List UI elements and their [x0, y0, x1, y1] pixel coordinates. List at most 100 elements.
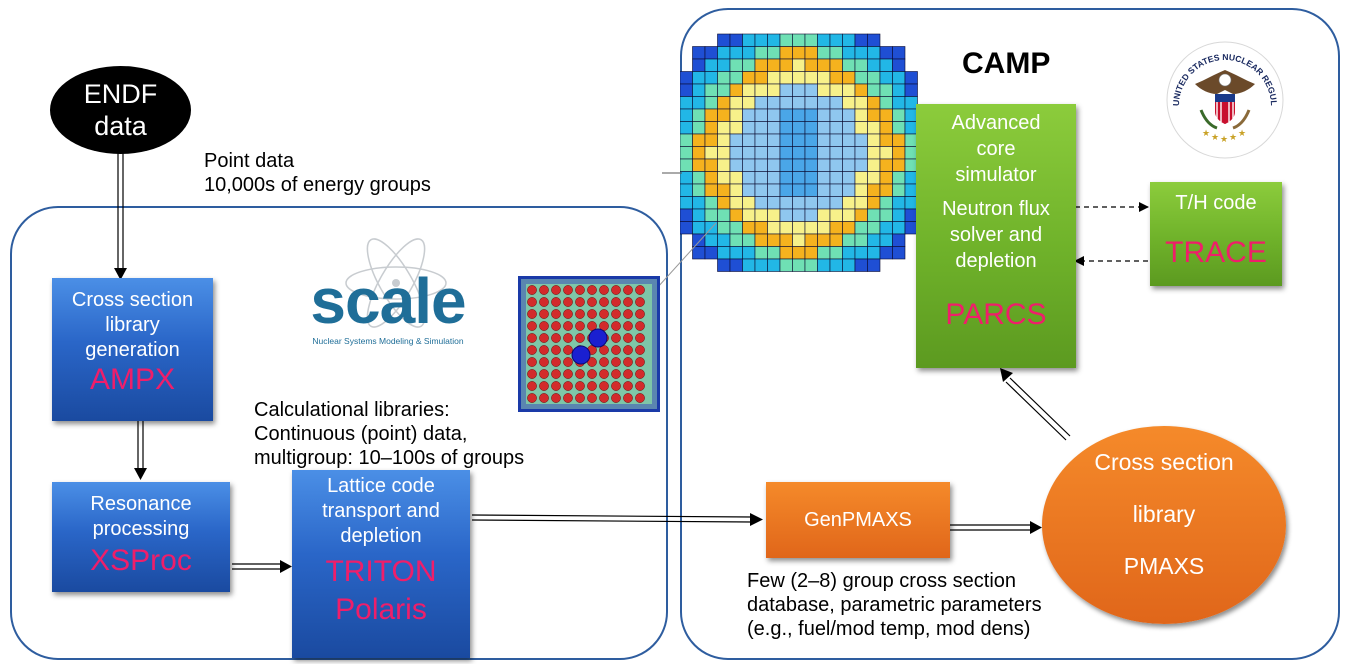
fuel-pin — [587, 393, 597, 403]
trace-line1: T/H code — [1175, 192, 1257, 214]
fuel-pin — [599, 369, 609, 379]
trace-box: T/H code TRACE — [1150, 182, 1282, 286]
fuel-pin — [539, 285, 549, 295]
svg-text:★: ★ — [1229, 132, 1237, 142]
fuel-pin — [575, 285, 585, 295]
fuel-pin — [587, 309, 597, 319]
fuel-pin — [623, 333, 633, 343]
fuel-pin — [623, 357, 633, 367]
pmaxs-line1: Cross section — [1094, 449, 1234, 475]
fuel-pin — [599, 357, 609, 367]
fuel-pin — [575, 393, 585, 403]
fuel-pin — [563, 333, 573, 343]
svg-text:★: ★ — [1211, 132, 1219, 142]
fuel-pin — [635, 369, 645, 379]
fuel-pin — [635, 333, 645, 343]
fuel-pin — [563, 309, 573, 319]
pmaxs-node: Cross section library PMAXS — [1042, 426, 1286, 624]
triton-line2: transport and — [322, 500, 440, 522]
fuel-pin — [539, 381, 549, 391]
calc-libs-line1: Calculational libraries: — [254, 399, 450, 421]
arrow-ampx-to-xsproc — [134, 420, 147, 480]
calc-libs-line3: multigroup: 10–100s of groups — [254, 447, 525, 469]
fuel-pin — [527, 309, 537, 319]
scale-wordmark: scale — [310, 265, 466, 337]
arrow-endf-to-ampx — [114, 152, 127, 280]
xsproc-line1: Resonance — [90, 493, 192, 515]
ampx-line3: generation — [85, 339, 180, 361]
camp-title: CAMP — [962, 47, 1051, 80]
fuel-pin — [563, 369, 573, 379]
fuel-pin — [563, 321, 573, 331]
fuel-pin — [635, 321, 645, 331]
parcs-line3: simulator — [955, 164, 1037, 186]
fuel-pin — [551, 333, 561, 343]
fuel-pin — [611, 369, 621, 379]
genpmaxs-label: GenPMAXS — [804, 509, 912, 531]
atom-icon — [345, 238, 447, 328]
parcs-code: PARCS — [945, 298, 1047, 331]
fuel-pin — [587, 321, 597, 331]
fuel-pin — [599, 297, 609, 307]
fuel-pin — [527, 357, 537, 367]
triton-box: Lattice code transport and depletion TRI… — [292, 470, 470, 658]
fuel-pin — [635, 285, 645, 295]
fuel-pin — [611, 285, 621, 295]
fuel-pin — [599, 393, 609, 403]
fuel-pin — [575, 321, 585, 331]
core-map — [680, 33, 918, 272]
seal-stars: ★ ★ ★ ★ ★ — [1202, 128, 1246, 144]
xsproc-box: Resonance processing XSProc — [52, 482, 230, 592]
zoom-line-top — [656, 222, 717, 289]
fuel-pin — [635, 381, 645, 391]
fuel-pin — [575, 369, 585, 379]
fuel-pin — [539, 321, 549, 331]
svg-text:★: ★ — [1202, 128, 1210, 138]
fuel-pin — [635, 345, 645, 355]
fuel-pin — [575, 309, 585, 319]
fuel-pin — [611, 357, 621, 367]
endf-line2: data — [94, 111, 147, 141]
fuel-pin — [575, 381, 585, 391]
fuel-pin — [635, 357, 645, 367]
triton-line3: depletion — [340, 525, 422, 547]
fuel-pin — [587, 285, 597, 295]
fuel-pin — [527, 381, 537, 391]
fuel-pin — [563, 393, 573, 403]
arrow-xsproc-to-triton — [232, 560, 292, 573]
eagle-icon — [1195, 70, 1255, 130]
calc-libs-line2: Continuous (point) data, — [254, 423, 468, 445]
scale-region — [10, 206, 668, 660]
ampx-line1: Cross section — [71, 289, 194, 311]
fuel-pin — [539, 297, 549, 307]
fuel-pin — [539, 345, 549, 355]
lattice-assembly-image — [518, 276, 660, 412]
fuel-pin — [623, 321, 633, 331]
fuel-pin — [551, 357, 561, 367]
parcs-box: Advanced core simulator Neutron flux sol… — [916, 104, 1076, 368]
fuel-pin — [539, 393, 549, 403]
fuel-pin — [527, 321, 537, 331]
ampx-line2: library — [105, 314, 160, 336]
fuel-pin — [539, 333, 549, 343]
camp-region — [680, 8, 1340, 660]
triton-line1: Lattice code — [327, 475, 435, 497]
fuel-pin — [611, 297, 621, 307]
fuel-pin — [527, 297, 537, 307]
arrow-genpmaxs-to-pmaxs — [950, 521, 1042, 534]
fuel-pin — [551, 321, 561, 331]
fuel-pin — [623, 285, 633, 295]
fuel-pin — [539, 369, 549, 379]
fuel-pin — [527, 285, 537, 295]
pmaxs-line3: PMAXS — [1123, 553, 1205, 579]
fuel-pin — [539, 309, 549, 319]
calc-libraries-label: Calculational libraries: Continuous (poi… — [254, 398, 524, 470]
fuel-pin — [539, 357, 549, 367]
fuel-pin — [587, 381, 597, 391]
fuel-pin — [599, 381, 609, 391]
fuel-pin — [623, 297, 633, 307]
few-group-label: Few (2–8) group cross section database, … — [747, 569, 1042, 641]
fuel-pin — [611, 381, 621, 391]
few-group-line3: (e.g., fuel/mod temp, mod dens) — [747, 618, 1031, 640]
